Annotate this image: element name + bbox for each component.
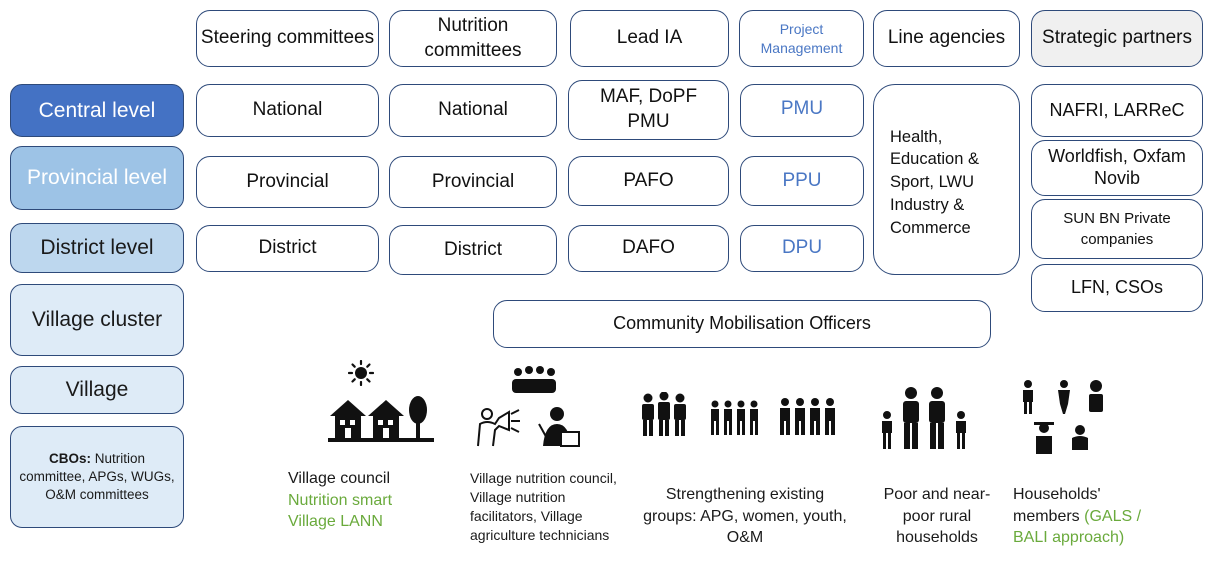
header-lead-ia: Lead IA xyxy=(570,10,729,67)
cell-nutrition-district: District xyxy=(389,225,557,275)
caption-households-members: Households' members (GALS / BALI approac… xyxy=(1013,486,1142,547)
cell-lead-district: DAFO xyxy=(568,225,729,272)
caption-village-council: Village council Nutrition smart Village … xyxy=(288,470,393,531)
partner-sun-bn: SUN BN Private companies xyxy=(1031,199,1203,259)
cell-lead-provincial: PAFO xyxy=(568,156,729,206)
cmo-box: Community Mobilisation Officers xyxy=(493,300,991,348)
cell-line-agencies: Health, Education & Sport, LWU Industry … xyxy=(873,84,1020,275)
caption-village-nutrition: Village nutrition council, Village nutri… xyxy=(470,470,617,544)
level-village-cluster: Village cluster xyxy=(10,284,184,356)
groups-icon xyxy=(642,392,835,436)
meeting-icon xyxy=(512,366,556,393)
partner-worldfish: Worldfish, Oxfam Novib xyxy=(1031,140,1203,196)
family-icon xyxy=(882,387,966,449)
cell-lead-central: MAF, DoPF PMU xyxy=(568,80,729,140)
cell-pm-central: PMU xyxy=(740,84,864,137)
cell-steering-district: District xyxy=(196,225,379,272)
level-village: Village xyxy=(10,366,184,414)
cbos-text: Nutrition committee, APGs, WUGs, O&M com… xyxy=(19,450,175,503)
partner-lfn: LFN, CSOs xyxy=(1031,264,1203,312)
caption-groups: Strengthening existing groups: APG, wome… xyxy=(643,486,847,547)
cell-pm-district: DPU xyxy=(740,225,864,272)
header-nutrition: Nutrition committees xyxy=(389,10,557,67)
houses-icon xyxy=(328,396,434,442)
header-steering: Steering committees xyxy=(196,10,379,67)
cell-steering-provincial: Provincial xyxy=(196,156,379,208)
cell-nutrition-provincial: Provincial xyxy=(389,156,557,208)
header-project-management: Project Management xyxy=(739,10,864,67)
household-members-icon xyxy=(1023,380,1103,454)
level-district: District level xyxy=(10,223,184,273)
header-line-agencies: Line agencies xyxy=(873,10,1020,67)
sun-icon xyxy=(348,360,374,386)
cell-steering-central: National xyxy=(196,84,379,137)
header-strategic-partners: Strategic partners xyxy=(1031,10,1203,67)
level-cbos: CBOs: Nutrition committee, APGs, WUGs, O… xyxy=(10,426,184,528)
cell-nutrition-central: National xyxy=(389,84,557,137)
caption-poor-households: Poor and near-poor rural households xyxy=(883,486,991,547)
level-central: Central level xyxy=(10,84,184,137)
cell-pm-provincial: PPU xyxy=(740,156,864,206)
partner-nafri: NAFRI, LARReC xyxy=(1031,84,1203,137)
teacher-icon xyxy=(477,407,580,447)
cbos-label: CBOs: xyxy=(48,450,91,466)
level-provincial: Provincial level xyxy=(10,146,184,210)
